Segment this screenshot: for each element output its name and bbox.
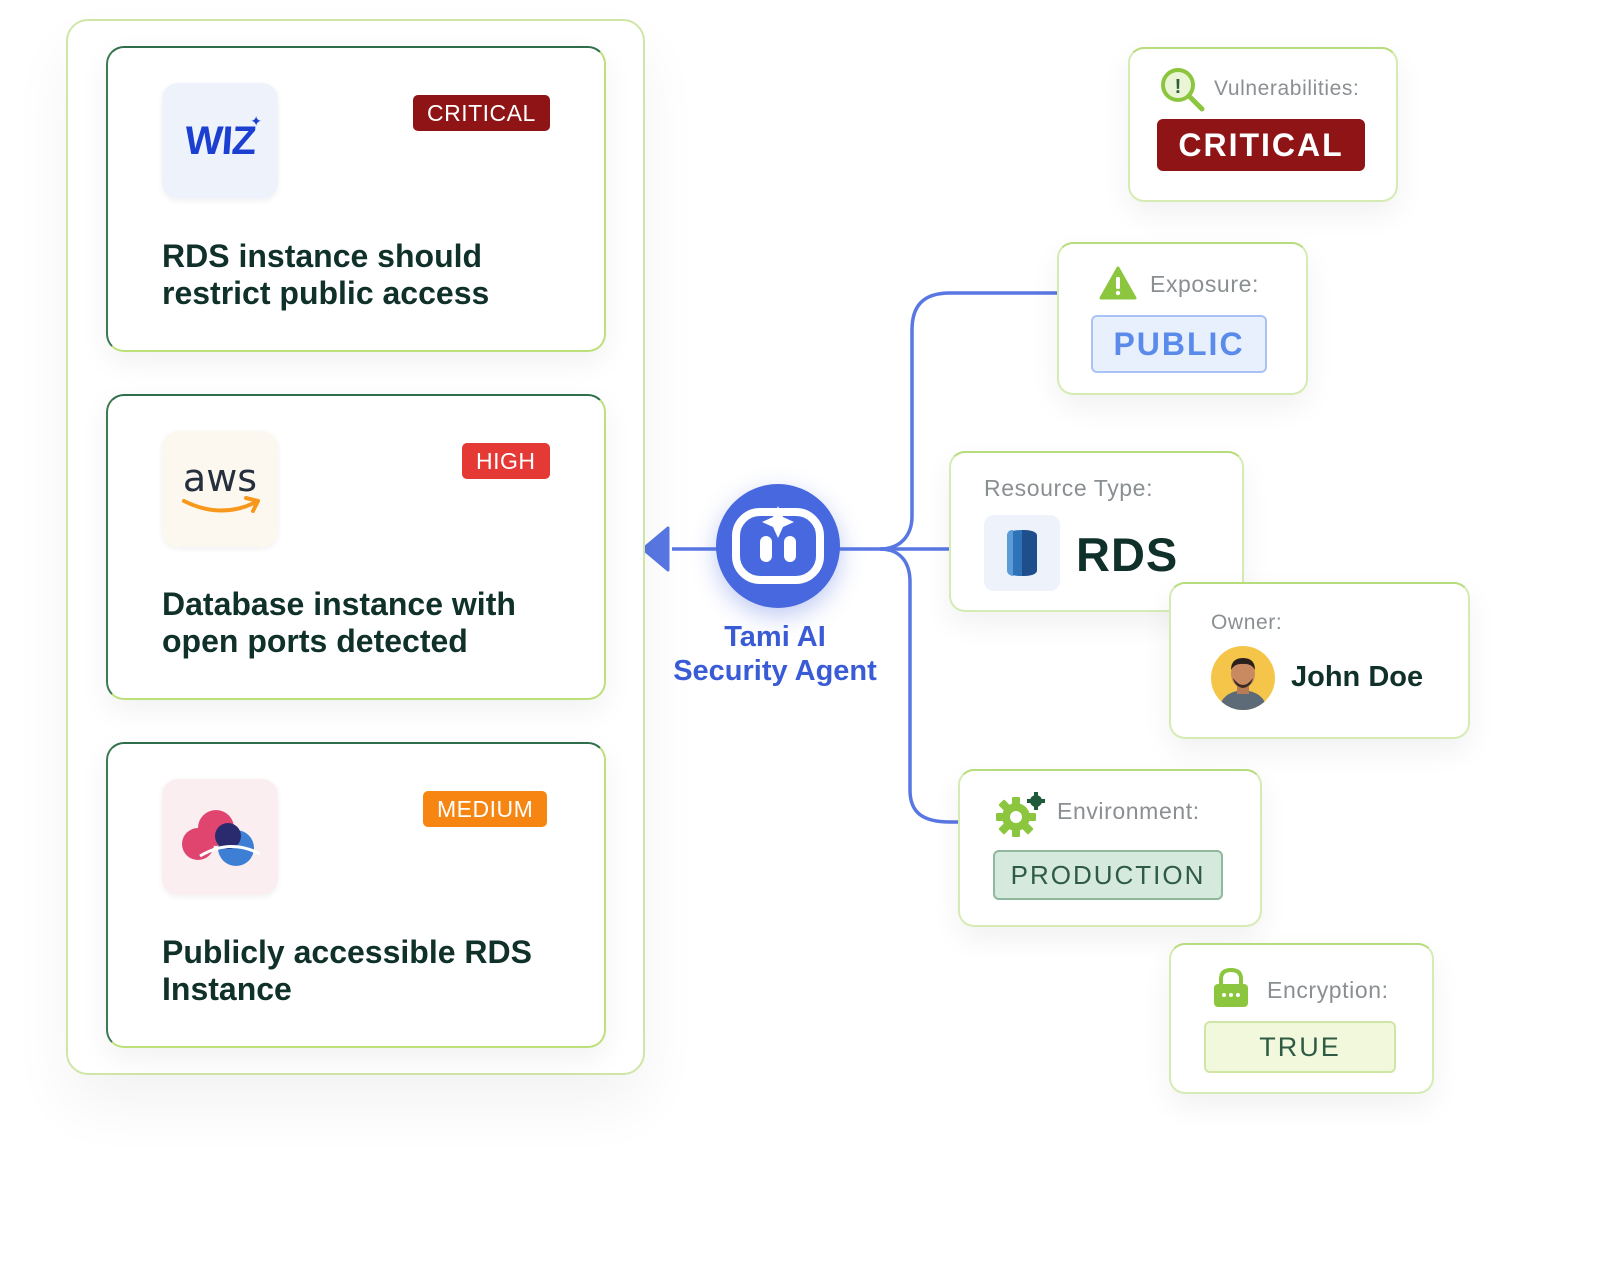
finding-title: Database instance with open ports detect… xyxy=(162,586,516,659)
severity-badge-critical: CRITICAL xyxy=(413,95,550,131)
owner-value: John Doe xyxy=(1291,661,1424,693)
avatar xyxy=(1211,646,1275,710)
warning-icon xyxy=(1099,266,1137,300)
exposure-card[interactable]: Exposure: PUBLIC xyxy=(1057,242,1308,395)
finding-title: RDS instance should restrict public acce… xyxy=(162,238,490,311)
arrowhead xyxy=(641,526,670,572)
finding-card-cloud[interactable]: MEDIUM Publicly accessible RDS Instance xyxy=(106,742,606,1048)
gear-icon xyxy=(996,792,1045,837)
owner-label: Owner: xyxy=(1211,611,1283,634)
lock-icon xyxy=(1214,967,1248,1007)
environment-label: Environment: xyxy=(1057,798,1200,824)
sparkle-icon: ✦ xyxy=(250,113,262,129)
rds-database-icon xyxy=(984,515,1060,591)
owner-card[interactable]: Owner: John Doe xyxy=(1169,582,1470,739)
agent-name: Tami AI Security Agent xyxy=(655,620,895,688)
finding-title: Publicly accessible RDS Instance xyxy=(162,934,532,1007)
environment-value: PRODUCTION xyxy=(993,850,1223,900)
severity-badge-high: HIGH xyxy=(462,443,550,479)
cloud-logo xyxy=(162,779,278,895)
svg-text:!: ! xyxy=(1175,76,1182,98)
agent-node[interactable] xyxy=(716,484,840,608)
resource-type-card[interactable]: Resource Type: RDS xyxy=(949,451,1244,612)
encryption-label: Encryption: xyxy=(1267,977,1389,1003)
magnifier-alert-icon: ! xyxy=(1161,68,1205,112)
encryption-card[interactable]: Encryption: TRUE xyxy=(1169,943,1434,1094)
exposure-value: PUBLIC xyxy=(1091,315,1267,373)
wiz-logo: WIZ ✦ xyxy=(162,83,278,199)
agent-name-line2: Security Agent xyxy=(673,655,877,687)
connector-branch-exposure xyxy=(879,291,1058,551)
finding-card-aws[interactable]: aws HIGH Database instance with open por… xyxy=(106,394,606,700)
aws-logo: aws xyxy=(162,431,278,547)
environment-card[interactable]: Environment: PRODUCTION xyxy=(958,769,1262,927)
resource-type-label: Resource Type: xyxy=(984,475,1154,501)
cloud-provider-icon xyxy=(182,810,260,866)
resource-type-value: RDS xyxy=(1076,528,1179,581)
smile-arrow-icon xyxy=(182,496,260,513)
finding-card-wiz[interactable]: WIZ ✦ CRITICAL RDS instance should restr… xyxy=(106,46,606,352)
agent-name-line1: Tami AI xyxy=(724,621,826,653)
connector-branch-environment xyxy=(879,547,960,824)
vulnerabilities-value: CRITICAL xyxy=(1157,119,1365,171)
exposure-label: Exposure: xyxy=(1150,271,1259,297)
rds-cylinder-icon xyxy=(1007,530,1037,576)
robot-icon xyxy=(732,506,824,584)
vulnerabilities-card[interactable]: ! Vulnerabilities: CRITICAL xyxy=(1128,47,1398,202)
vulnerabilities-label: Vulnerabilities: xyxy=(1214,77,1360,100)
severity-badge-medium: MEDIUM xyxy=(423,791,548,827)
encryption-value: TRUE xyxy=(1204,1021,1396,1073)
person-icon xyxy=(1219,658,1267,710)
